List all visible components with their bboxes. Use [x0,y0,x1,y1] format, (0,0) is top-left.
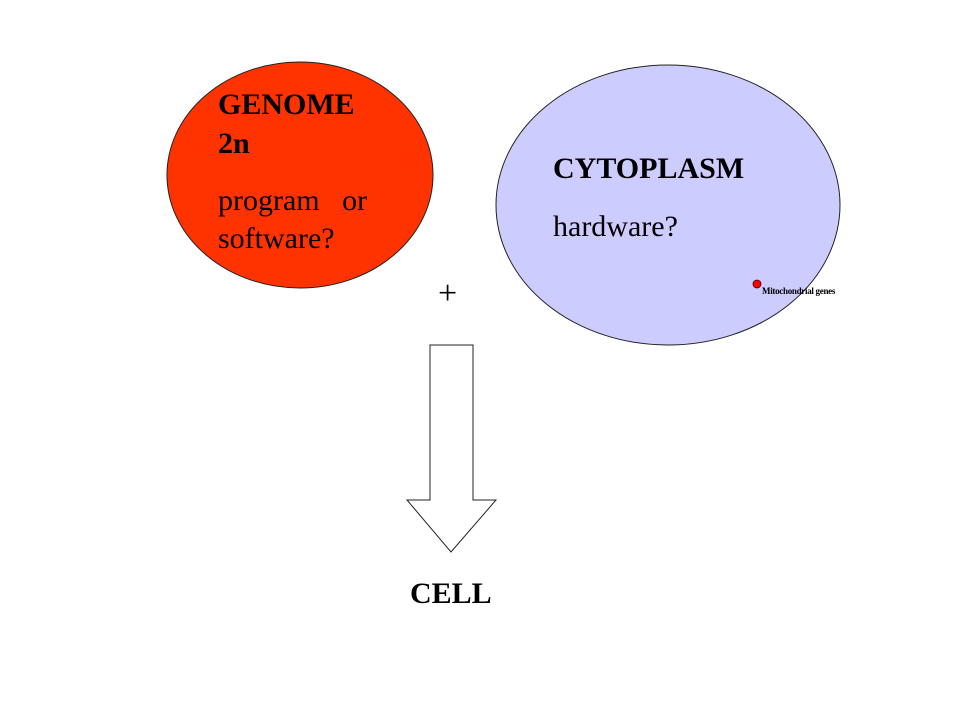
mitochondria-dot-icon [752,279,762,289]
down-arrow-icon [405,344,498,553]
cytoplasm-line1: hardware? [553,210,678,243]
genome-line2: software? [218,222,335,255]
cell-label: CELL [410,577,492,610]
genome-ellipse [166,61,434,289]
cytoplasm-title: CYTOPLASM [553,152,745,185]
genome-subtitle: 2n [218,127,250,160]
mitochondria-label: Mitochondrial genes [762,286,836,296]
plus-sign: + [438,275,458,312]
cytoplasm-ellipse [495,64,841,346]
genome-title: GENOME [218,88,355,121]
genome-line1: program or [218,184,368,217]
